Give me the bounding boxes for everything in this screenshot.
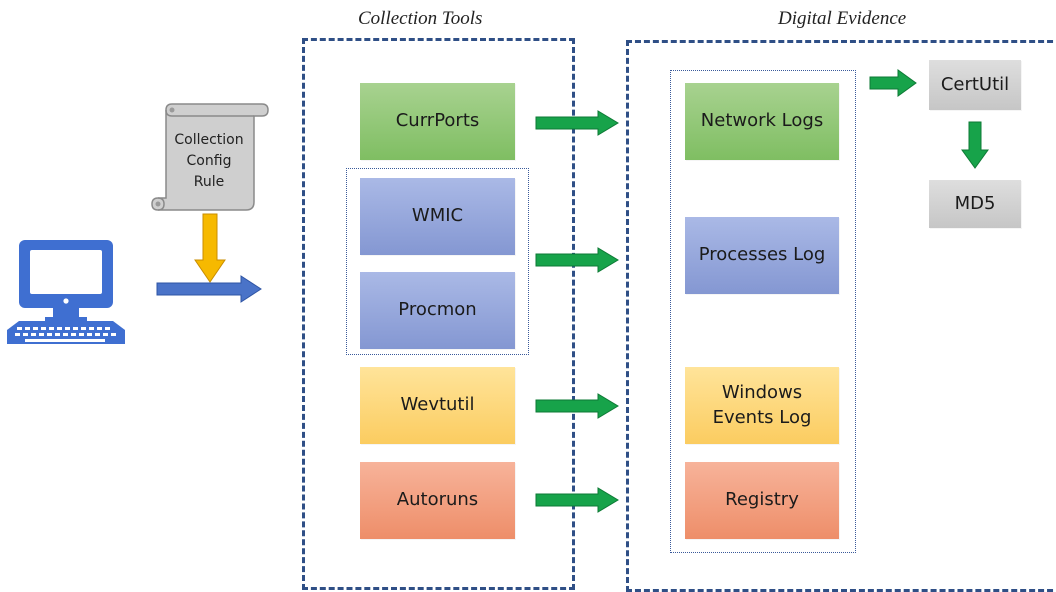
- digital-evidence-title: Digital Evidence: [778, 8, 907, 29]
- wevtutil-box: Wevtutil: [360, 367, 515, 444]
- procmon-box: Procmon: [360, 272, 515, 349]
- wmic-procmon-group: [346, 168, 529, 355]
- computer-to-tools-arrow: [156, 275, 262, 303]
- certutil-box: CertUtil: [929, 60, 1021, 110]
- scroll-label: Collection Config Rule: [174, 132, 244, 190]
- autoruns-box: Autoruns: [360, 462, 515, 539]
- config-down-arrow: [194, 213, 226, 283]
- autoruns-arrow: [535, 487, 619, 513]
- md5-box: MD5: [929, 180, 1021, 228]
- network-logs-box: Network Logs: [685, 83, 839, 160]
- windows-events-log-box: Windows Events Log: [685, 367, 839, 444]
- certutil-to-md5-arrow: [961, 121, 989, 169]
- evidence-to-certutil-arrow: [869, 69, 917, 97]
- wmic-procmon-arrow: [535, 247, 619, 273]
- collection-tools-title: Collection Tools: [358, 8, 483, 29]
- processes-log-box: Processes Log: [685, 217, 839, 294]
- wmic-box: WMIC: [360, 178, 515, 255]
- registry-box: Registry: [685, 462, 839, 539]
- scroll-icon: [151, 103, 269, 211]
- computer-icon: [7, 240, 125, 344]
- wevtutil-arrow: [535, 393, 619, 419]
- currports-box: CurrPorts: [360, 83, 515, 160]
- currports-arrow: [535, 110, 619, 136]
- evidence-group: [670, 70, 856, 553]
